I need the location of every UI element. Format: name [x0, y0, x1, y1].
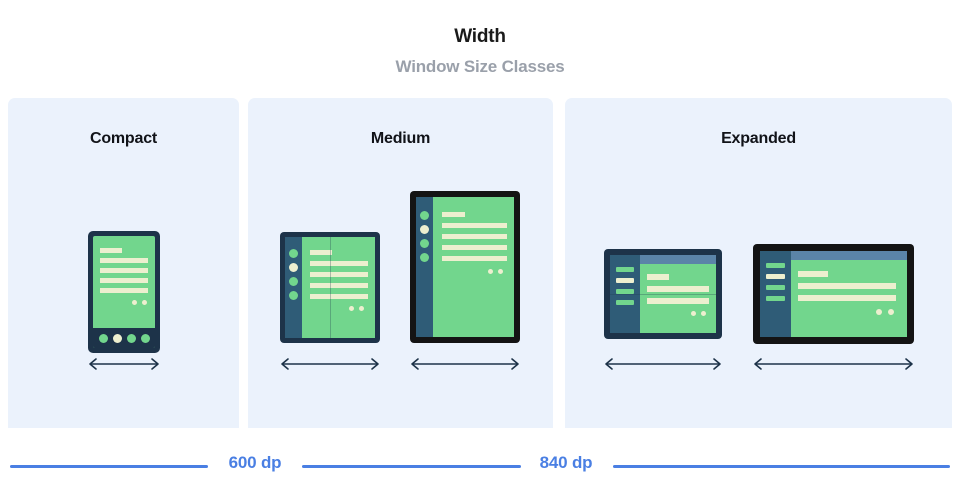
fold-crease-vertical: [330, 237, 331, 338]
rail-item-1-icon[interactable]: [766, 263, 785, 268]
content-dot: [691, 311, 696, 316]
rail-item-2-icon-active[interactable]: [616, 278, 634, 283]
phone-screen: [93, 236, 155, 348]
content-line: [310, 294, 368, 299]
breakpoint-rule-segment-1: [10, 465, 208, 468]
foldable-screen: [285, 237, 375, 338]
content-line: [310, 283, 368, 288]
rail-item-4-icon[interactable]: [420, 253, 429, 262]
page-title: Width: [454, 26, 506, 47]
content-line: [100, 288, 148, 293]
panel-label-expanded: Expanded: [721, 130, 796, 147]
content-dot: [488, 269, 493, 274]
content-dot: [359, 306, 364, 311]
device-foldable-landscape: [604, 249, 722, 339]
breakpoint-rule-segment-2: [302, 465, 521, 468]
nav-item-2-icon-active[interactable]: [113, 334, 122, 343]
device-foldable-portrait: [280, 232, 380, 343]
breakpoint-rule-segment-3: [613, 465, 950, 468]
navigation-rail: [285, 237, 302, 338]
width-arrow-foldable-portrait: [278, 357, 382, 371]
device-tablet-portrait: [410, 191, 520, 343]
rail-item-3-icon[interactable]: [289, 277, 298, 286]
width-arrow-phone-portrait: [86, 357, 162, 371]
content-dot: [701, 311, 706, 316]
width-arrow-tablet-landscape: [751, 357, 916, 371]
device-group-compact: [8, 98, 239, 428]
device-tablet-landscape: [753, 244, 914, 344]
app-top-bar: [791, 251, 907, 260]
navigation-rail: [416, 197, 433, 337]
panel-label-compact: Compact: [89, 130, 158, 147]
content-line: [310, 272, 368, 277]
device-group-expanded: [565, 98, 952, 428]
content-line: [798, 295, 896, 301]
content-line: [442, 245, 507, 250]
size-class-panels: Compact: [0, 98, 960, 428]
nav-item-1-icon[interactable]: [99, 334, 108, 343]
breakpoint-label-600dp: 600 dp: [228, 453, 282, 472]
device-group-medium: [248, 98, 553, 428]
diagram-header: Width Window Size Classes: [0, 0, 960, 77]
rail-item-1-icon[interactable]: [616, 267, 634, 272]
rail-item-2-icon-active[interactable]: [420, 225, 429, 234]
content-line: [100, 248, 122, 253]
rail-item-1-icon[interactable]: [289, 249, 298, 258]
tablet-screen: [416, 197, 514, 337]
rail-item-4-icon[interactable]: [289, 291, 298, 300]
tablet-landscape-screen: [760, 251, 907, 337]
nav-item-3-icon[interactable]: [127, 334, 136, 343]
app-top-bar: [640, 255, 716, 264]
page-subtitle: Window Size Classes: [395, 57, 565, 76]
content-line: [100, 258, 148, 263]
phone-bottom-nav-bar: [93, 328, 155, 348]
panel-medium: Medium: [248, 98, 553, 428]
foldable-landscape-screen: [610, 255, 716, 333]
breakpoint-label-840dp: 840 dp: [539, 453, 593, 472]
rail-item-2-icon-active[interactable]: [289, 263, 298, 272]
navigation-rail: [610, 255, 640, 333]
content-line: [100, 268, 148, 273]
breakpoint-axis: 600 dp 840 dp: [0, 440, 960, 494]
content-line: [442, 223, 507, 228]
content-dot: [876, 309, 882, 315]
rail-item-4-icon[interactable]: [766, 296, 785, 301]
content-dot: [888, 309, 894, 315]
content-dot: [142, 300, 147, 305]
rail-item-2-icon-active[interactable]: [766, 274, 785, 279]
rail-item-4-icon[interactable]: [616, 300, 634, 305]
rail-item-3-icon[interactable]: [766, 285, 785, 290]
content-line: [798, 283, 896, 289]
content-line: [100, 278, 148, 283]
content-line: [798, 271, 828, 277]
content-line: [647, 286, 709, 292]
rail-item-3-icon[interactable]: [420, 239, 429, 248]
content-line: [442, 256, 507, 261]
content-line: [647, 298, 709, 304]
fold-crease-horizontal: [610, 294, 716, 295]
rail-item-3-icon[interactable]: [616, 289, 634, 294]
content-line: [442, 234, 507, 239]
panel-expanded: Expanded: [565, 98, 952, 428]
content-line: [310, 261, 368, 266]
content-dot: [498, 269, 503, 274]
rail-item-1-icon[interactable]: [420, 211, 429, 220]
width-arrow-tablet-portrait: [408, 357, 522, 371]
panel-compact: Compact: [8, 98, 239, 428]
content-dot: [132, 300, 137, 305]
content-line: [310, 250, 332, 255]
content-line: [647, 274, 669, 280]
nav-item-4-icon[interactable]: [141, 334, 150, 343]
width-arrow-foldable-landscape: [602, 357, 724, 371]
content-line: [442, 212, 465, 217]
panel-label-medium: Medium: [370, 130, 431, 147]
content-dot: [349, 306, 354, 311]
device-phone-portrait: [88, 231, 160, 353]
navigation-rail: [760, 251, 791, 337]
